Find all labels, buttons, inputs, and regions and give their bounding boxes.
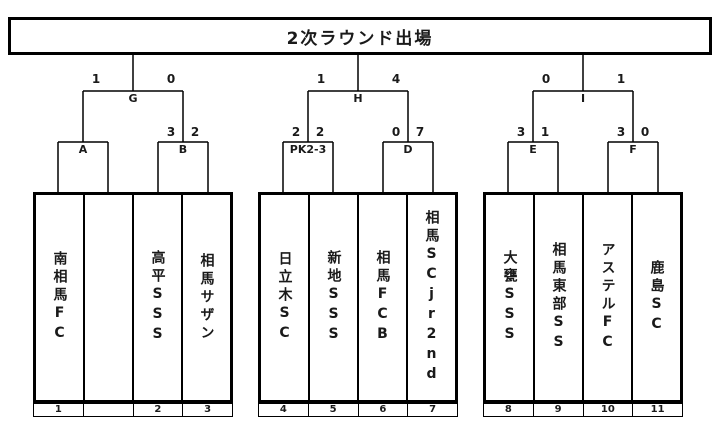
title-box: 2次ラウンド出場 xyxy=(8,17,712,55)
team-name: 高平SSS xyxy=(149,249,166,346)
page-title: 2次ラウンド出場 xyxy=(286,28,434,49)
match-e-left-score: 3 xyxy=(516,125,526,139)
match-h-label: H xyxy=(353,92,363,105)
team-name: 新地SSS xyxy=(325,249,342,346)
match-i-right-score: 1 xyxy=(616,72,626,86)
match-h-right-score: 4 xyxy=(391,72,401,86)
seed-row-center: 4 5 6 7 xyxy=(258,403,458,417)
match-d-left-score: 0 xyxy=(391,125,401,139)
seed-number: 11 xyxy=(650,404,665,415)
team-name: アステルFC xyxy=(599,241,616,354)
match-d-right-score: 7 xyxy=(415,125,425,139)
seed-number: 2 xyxy=(134,404,184,416)
match-e-label: E xyxy=(529,143,537,156)
match-f-label: F xyxy=(629,143,637,156)
team-column-11: アステルFC xyxy=(584,195,633,400)
match-a-label: A xyxy=(78,143,88,156)
match-g-label: G xyxy=(128,92,138,105)
team-name: 大甕SSS xyxy=(501,249,518,346)
team-group-right: 大甕SSS 相馬東部SS アステルFC 鹿島SC xyxy=(483,192,683,403)
seed-number: 1 xyxy=(34,404,84,416)
match-g-left-score: 1 xyxy=(91,72,101,86)
match-h-left-score: 1 xyxy=(316,72,326,86)
seed-number: 8 xyxy=(484,404,534,416)
team-column-3: 高平SSS xyxy=(134,195,183,400)
seed-number: 6 xyxy=(359,404,409,416)
match-b-label: B xyxy=(178,143,188,156)
team-group-left: 南相馬FC 高平SSS 相馬サザン xyxy=(33,192,233,403)
team-column-4: 相馬サザン xyxy=(183,195,230,400)
match-e-right-score: 1 xyxy=(540,125,550,139)
team-column-10: 相馬東部SS xyxy=(535,195,584,400)
seed-row-right: 8 9 10 11 xyxy=(483,403,683,417)
match-g-right-score: 0 xyxy=(166,72,176,86)
team-name: 日立木SC xyxy=(276,250,293,345)
team-column-12: 鹿島SC xyxy=(633,195,680,400)
match-f-right-score: 0 xyxy=(640,125,650,139)
team-name: 相馬FCB xyxy=(374,249,391,346)
team-name: 鹿島SC xyxy=(648,259,665,336)
team-column-6: 新地SSS xyxy=(310,195,359,400)
match-c-label: PK2-3 xyxy=(289,143,327,156)
match-f-left-score: 3 xyxy=(616,125,626,139)
team-column-8: 相馬SCjr2nd xyxy=(408,195,455,400)
seed-number: 3 xyxy=(204,404,212,415)
team-group-center: 日立木SC 新地SSS 相馬FCB 相馬SCjr2nd xyxy=(258,192,458,403)
seed-number: 7 xyxy=(429,404,437,415)
team-name: 相馬SCjr2nd xyxy=(423,209,440,386)
team-column-1: 南相馬FC xyxy=(36,195,85,400)
seed-number: 9 xyxy=(534,404,584,416)
seed-number xyxy=(84,404,134,416)
match-c-left-score: 2 xyxy=(291,125,301,139)
match-b-right-score: 2 xyxy=(190,125,200,139)
seed-number: 10 xyxy=(584,404,634,416)
match-b-left-score: 3 xyxy=(166,125,176,139)
match-i-left-score: 0 xyxy=(541,72,551,86)
seed-number: 5 xyxy=(309,404,359,416)
team-column-9: 大甕SSS xyxy=(486,195,535,400)
seed-row-left: 1 2 3 xyxy=(33,403,233,417)
team-name: 南相馬FC xyxy=(51,250,68,345)
match-c-right-score: 2 xyxy=(315,125,325,139)
team-name: 相馬サザン xyxy=(198,252,215,343)
team-name: 相馬東部SS xyxy=(550,241,567,354)
match-d-label: D xyxy=(403,143,413,156)
seed-number: 4 xyxy=(259,404,309,416)
match-i-label: I xyxy=(580,92,586,105)
team-column-5: 日立木SC xyxy=(261,195,310,400)
team-column-2-crossed-out xyxy=(85,195,134,400)
team-column-7: 相馬FCB xyxy=(359,195,408,400)
